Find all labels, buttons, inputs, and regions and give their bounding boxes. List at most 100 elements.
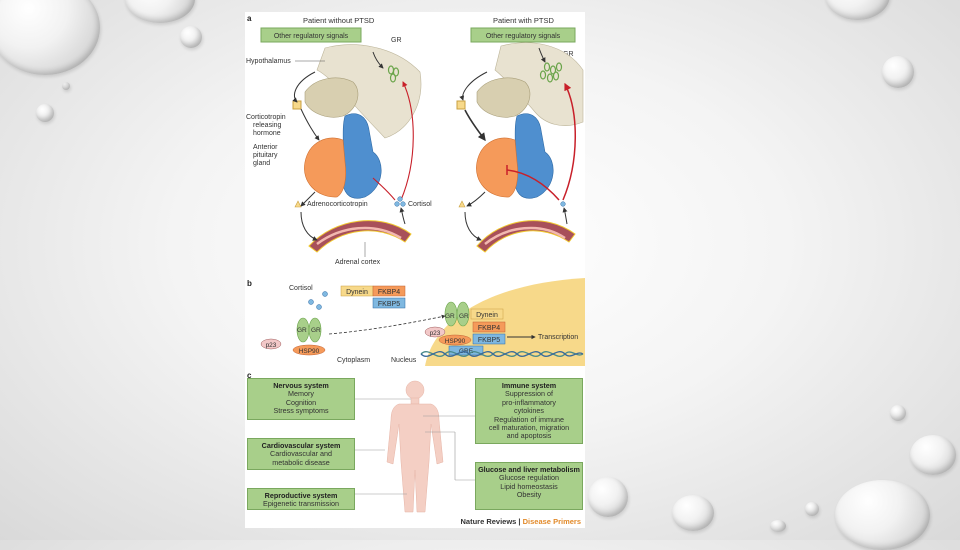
glucose-liver-line: Lipid homeostasis (500, 481, 558, 491)
journal-name: Nature Reviews (460, 517, 517, 526)
glucose-liver-line: Glucose regulation (499, 473, 559, 483)
immune-system-line: Suppression of (505, 389, 553, 399)
water-drop-decoration (770, 520, 786, 532)
fkbp5-box-2 (472, 333, 506, 345)
dna-strand-2 (420, 351, 584, 357)
right-title: Patient with PTSD (493, 16, 554, 25)
cortisol-molecule-b (316, 304, 322, 310)
water-drop-decoration (588, 477, 628, 517)
immune-system-line: pro-inflammatory (502, 397, 556, 407)
other-signals-box-right (470, 27, 576, 43)
human-body-silhouette (386, 380, 444, 513)
cytoplasm-label: Cytoplasm (337, 357, 370, 364)
gr-label-b2: GR (311, 327, 321, 334)
crh-marker-right (456, 100, 466, 110)
connector-lines (355, 398, 475, 495)
immune-system-box: Immune system Suppression of pro-inflamm… (475, 378, 583, 444)
gr-receptors-left (387, 65, 400, 83)
water-drop-decoration (910, 435, 956, 475)
cortisol-molecule-right (560, 201, 566, 207)
other-signals-box-left (260, 27, 362, 43)
p23-label-1: p23 (266, 342, 277, 349)
anterior-pituitary-left (304, 137, 347, 198)
reproductive-system-line: Epigenetic transmission (263, 499, 339, 509)
glucose-liver-line: Obesity (516, 490, 542, 500)
hsp90-shape-2 (438, 334, 472, 346)
arrow-signals-gr-right (538, 47, 546, 63)
left-title: Patient without PTSD (303, 16, 375, 25)
gr-label-b4: GR (459, 313, 469, 320)
journal-credit: Nature Reviews | Disease Primers (460, 517, 581, 526)
nucleus-label: Nucleus (391, 357, 417, 364)
gr-label-right: GR (563, 51, 574, 58)
water-drop-decoration (825, 0, 890, 20)
cortisol-label-b: Cortisol (289, 285, 313, 292)
cardiovascular-system-line: metabolic disease (272, 457, 330, 467)
water-drop-decoration (180, 26, 202, 48)
ptsd-hpa-axis-figure: a Patient without PTSD Patient with PTSD… (245, 12, 585, 528)
nervous-system-line: Stress symptoms (273, 406, 329, 416)
fkbp4-label-1: FKBP4 (378, 289, 400, 296)
cortisol-feedback-right (562, 82, 576, 201)
p23-shape-1 (260, 338, 282, 350)
water-drop-decoration (890, 405, 906, 421)
arrow-acth-adrenal-right (464, 211, 482, 241)
journal-separator: | (516, 517, 523, 526)
cardiovascular-system-line: Cardiovascular and (270, 449, 332, 459)
water-drop-decoration (835, 480, 930, 550)
cardiovascular-system-title: Cardiovascular system (261, 441, 341, 450)
glucose-liver-title: Glucose and liver metabolism (478, 465, 580, 474)
panel-c-letter: c (247, 371, 252, 380)
hypothalamus-right (476, 77, 531, 118)
fkbp4-box-2 (472, 321, 506, 333)
immune-system-line: Regulation of immune (494, 414, 564, 424)
hypothalamus-label: Hypothalamus (246, 58, 291, 65)
water-drop-decoration (672, 495, 714, 531)
water-drop-decoration (882, 56, 914, 88)
arrow-adrenal-cortisol-right (562, 207, 568, 225)
dynein-label-1: Dynein (346, 289, 368, 296)
immune-system-title: Immune system (501, 381, 557, 390)
crh-label-2: releasing (253, 122, 282, 129)
water-drop-decoration (125, 0, 195, 23)
cortisol-molecule-b (322, 291, 328, 297)
p23-shape-2 (424, 326, 446, 338)
arrow-crh-pituitary-right (464, 109, 486, 142)
arrow-hypothalamus-crh-right (459, 71, 488, 101)
cortisol-inhibition-right (506, 169, 560, 201)
gr-label-b3: GR (445, 313, 455, 320)
nervous-system-line: Cognition (285, 397, 317, 407)
cortisol-molecule-left (400, 201, 406, 207)
crh-marker-left (292, 100, 302, 110)
gre-box (448, 345, 484, 356)
cortisol-molecule-left (394, 201, 400, 207)
immune-system-line: and apoptosis (506, 431, 552, 441)
gr-label-left: GR (391, 37, 402, 44)
adrenal-medulla-left (316, 226, 402, 246)
immune-system-line: cell maturation, migration (488, 423, 570, 433)
adrenal-cortex-left (308, 220, 412, 253)
arrow-pituitary-acth-left (300, 191, 316, 207)
reproductive-system-box: Reproductive system Epigenetic transmiss… (247, 488, 355, 510)
acth-label: Adrenocorticotropin (307, 201, 368, 208)
nervous-system-line: Memory (288, 389, 314, 399)
adrenal-cortex-right (476, 220, 576, 253)
cardiovascular-system-box: Cardiovascular system Cardiovascular and… (247, 438, 355, 470)
fkbp4-label-2: FKBP4 (478, 325, 500, 332)
posterior-pituitary-right (514, 113, 554, 199)
water-drop-decoration (0, 0, 100, 75)
fkbp5-box-1 (372, 297, 406, 309)
other-signals-right: Other regulatory signals (486, 33, 561, 40)
arrow-adrenal-cortisol-left (399, 207, 406, 225)
pituitary-label-3: gland (253, 160, 270, 167)
hypothalamus-left (304, 77, 359, 118)
p23-label-2: p23 (430, 330, 441, 337)
cortisol-inhibition-left (372, 177, 396, 201)
arrow-hypothalamus-crh-left (292, 71, 316, 103)
crh-label-3: hormone (253, 130, 281, 137)
translocation-arrow (328, 314, 446, 335)
gr-monomer (308, 317, 322, 343)
hsp90-label-1: HSP90 (299, 348, 320, 355)
figure-svg: a Patient without PTSD Patient with PTSD… (245, 14, 585, 513)
nervous-system-box: Nervous system Memory Cognition Stress s… (247, 378, 355, 420)
